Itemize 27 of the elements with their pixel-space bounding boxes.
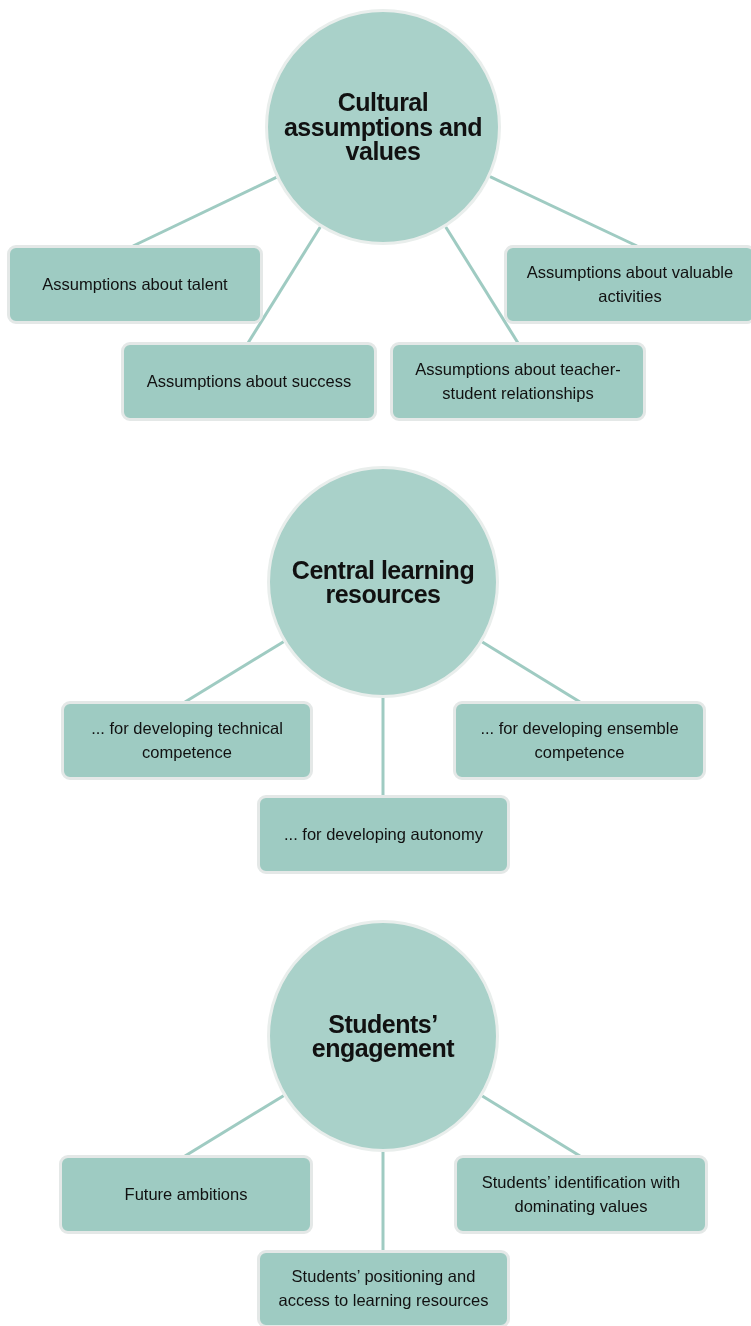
topic-box xyxy=(454,1155,708,1234)
circle-title: Cultural assumptions and values xyxy=(282,90,484,164)
box-label: ... for developing technical competence xyxy=(90,717,284,763)
topic-box xyxy=(390,342,646,421)
connector-line xyxy=(444,226,520,344)
connector-line xyxy=(246,226,322,344)
topic-box xyxy=(61,701,313,780)
topic-box xyxy=(504,245,751,324)
box-label: Assumptions about success xyxy=(145,370,353,392)
box-label: Assumptions about teacher-student relationships xyxy=(414,358,622,404)
circle-title: Central learning resources xyxy=(290,557,476,607)
box-label: Future ambitions xyxy=(123,1183,249,1205)
box-label: Assumptions about valuable activities xyxy=(525,261,735,307)
box-label: ... for developing ensemble competence xyxy=(479,717,680,763)
topic-box xyxy=(59,1155,313,1234)
topic-box xyxy=(7,245,263,324)
connector-line xyxy=(381,1152,385,1251)
connector-line xyxy=(381,698,385,796)
box-label: Students’ positioning and access to learning resources xyxy=(277,1266,490,1311)
box-label: Students’ identification with dominating values xyxy=(480,1171,682,1217)
topic-box xyxy=(257,1250,510,1326)
topic-box xyxy=(257,795,510,874)
topic-box xyxy=(453,701,706,780)
box-label: ... for developing autonomy xyxy=(282,823,484,845)
topic-box xyxy=(121,342,377,421)
circle-title: Students’ engagement xyxy=(310,1011,456,1061)
box-label: Assumptions about talent xyxy=(41,273,229,295)
